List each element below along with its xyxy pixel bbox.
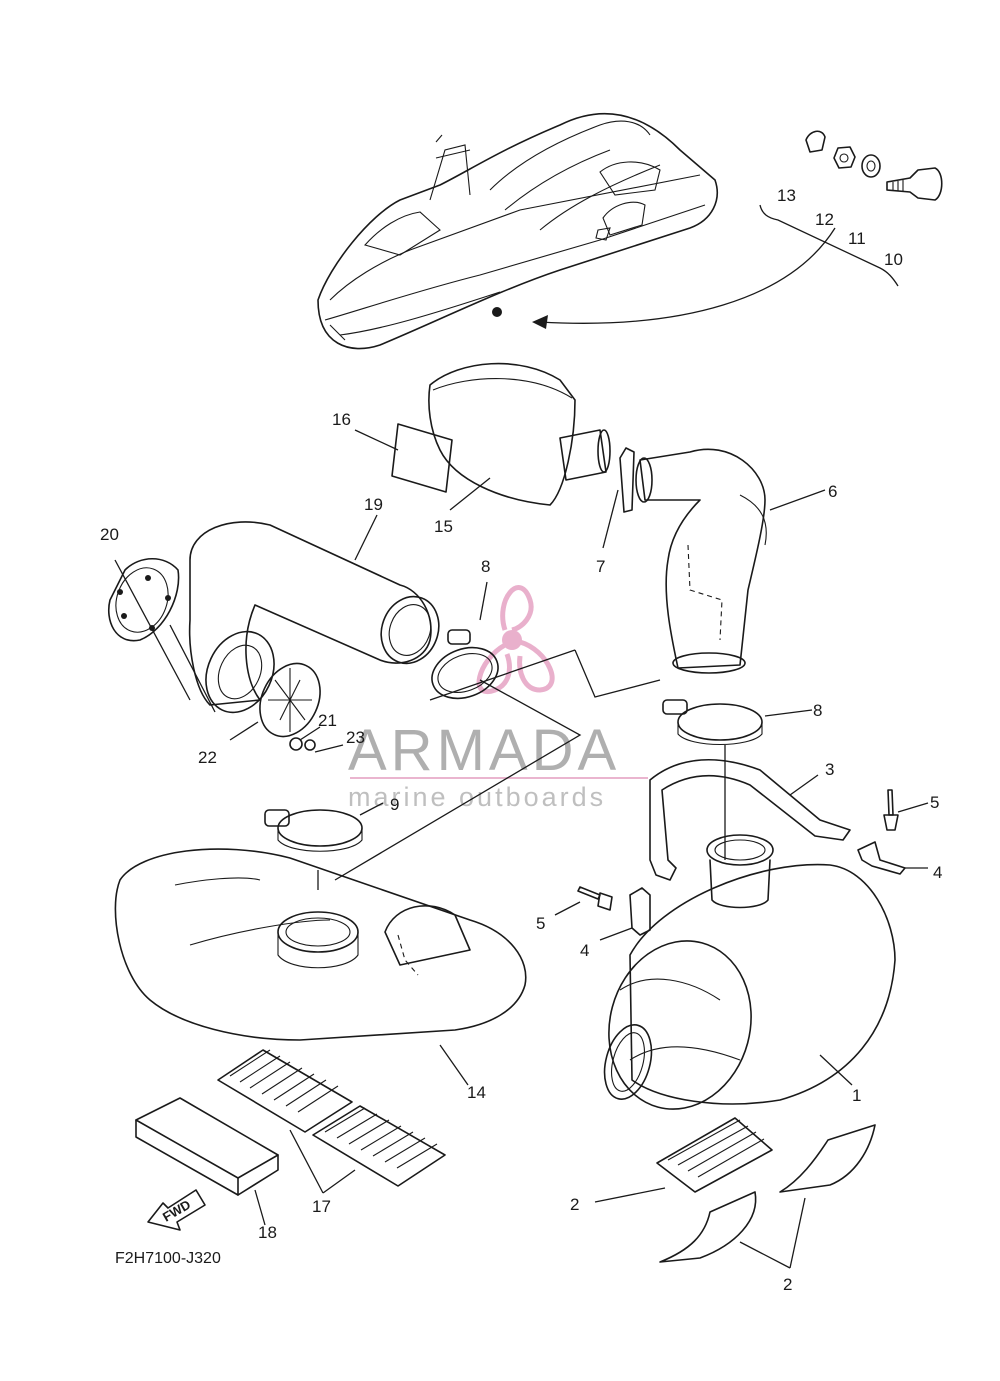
part-2-pad-mid — [779, 1124, 876, 1193]
watermark-subtitle: marine outboards — [348, 782, 606, 812]
drain-plug-detail — [805, 130, 943, 201]
armada-propeller-logo — [476, 585, 555, 695]
callout-22: 22 — [198, 748, 217, 767]
callout-4: 4 — [933, 863, 942, 882]
part-3-strap — [649, 758, 851, 881]
part-19-duct — [188, 521, 440, 706]
part-11-washer — [861, 154, 881, 178]
callout-labels: 1 2 2 3 4 4 5 5 6 7 8 8 9 10 11 12 13 14… — [100, 186, 942, 1294]
callout-19: 19 — [364, 495, 383, 514]
part-6-elbow-hose — [635, 448, 767, 674]
part-5-rivet-right — [883, 789, 899, 831]
part-8-clamp-lower — [662, 699, 763, 746]
callout-12: 12 — [815, 210, 834, 229]
callout-11: 11 — [848, 229, 866, 248]
part-16-filter-pad — [391, 423, 453, 493]
callout-1: 1 — [852, 1086, 861, 1105]
part-13-clip — [805, 130, 826, 153]
part-4-bracket-left — [629, 887, 651, 936]
part-10-drain-plug — [886, 167, 943, 201]
callout-21: 21 — [318, 711, 337, 730]
part-21-screen — [259, 662, 321, 738]
callout-14: 14 — [467, 1083, 486, 1102]
part-17-pad-right — [312, 1105, 446, 1187]
callout-20: 20 — [100, 525, 119, 544]
leader-lines — [229, 429, 929, 1269]
detail-pointer-arrow — [532, 204, 899, 329]
part-20-mounting-ring — [108, 558, 180, 642]
part-2-pad-top — [656, 1117, 773, 1193]
part-9-clamp — [264, 809, 363, 852]
watermark: ARMADA marine outboards — [348, 585, 648, 812]
watercraft-illustration — [317, 112, 719, 350]
leader-lines-20 — [114, 559, 216, 713]
drain-plug-location-icon — [492, 307, 502, 317]
part-7-clamp — [619, 447, 635, 513]
callout-17: 17 — [312, 1197, 331, 1216]
fwd-direction-arrow: FWD — [147, 1189, 206, 1231]
part-22-flange-plate — [205, 630, 275, 714]
callout-5: 5 — [536, 914, 545, 933]
part-23-nut — [289, 737, 316, 751]
part-1-air-box — [603, 834, 896, 1110]
callout-15: 15 — [434, 517, 453, 536]
callout-8: 8 — [481, 557, 490, 576]
part-2-pad-bottom — [659, 1191, 757, 1263]
part-4-bracket-right — [857, 841, 906, 875]
callout-7: 7 — [596, 557, 605, 576]
callout-6: 6 — [828, 482, 837, 501]
callout-3: 3 — [825, 760, 834, 779]
callout-13: 13 — [777, 186, 796, 205]
part-12-nut — [833, 146, 856, 169]
routing-lines — [317, 649, 726, 890]
callout-23: 23 — [346, 728, 365, 747]
part-8-clamp-upper — [431, 629, 499, 700]
callout-2: 2 — [783, 1275, 792, 1294]
callout-8: 8 — [813, 701, 822, 720]
callout-9: 9 — [390, 795, 399, 814]
callout-2: 2 — [570, 1195, 579, 1214]
part-5-rivet-left — [577, 886, 613, 911]
callout-4: 4 — [580, 941, 589, 960]
diagram-code: F2H7100-J320 — [115, 1250, 221, 1267]
callout-5: 5 — [930, 793, 939, 812]
part-15-intake-box — [428, 362, 611, 506]
part-17-pad-left — [217, 1049, 353, 1133]
watermark-title: ARMADA — [348, 718, 620, 783]
callout-16: 16 — [332, 410, 351, 429]
part-18-foam-block — [135, 1097, 279, 1196]
fwd-label: FWD — [160, 1197, 193, 1225]
callout-10: 10 — [884, 250, 903, 269]
callout-18: 18 — [258, 1223, 277, 1242]
part-14-resonator — [114, 848, 527, 1041]
